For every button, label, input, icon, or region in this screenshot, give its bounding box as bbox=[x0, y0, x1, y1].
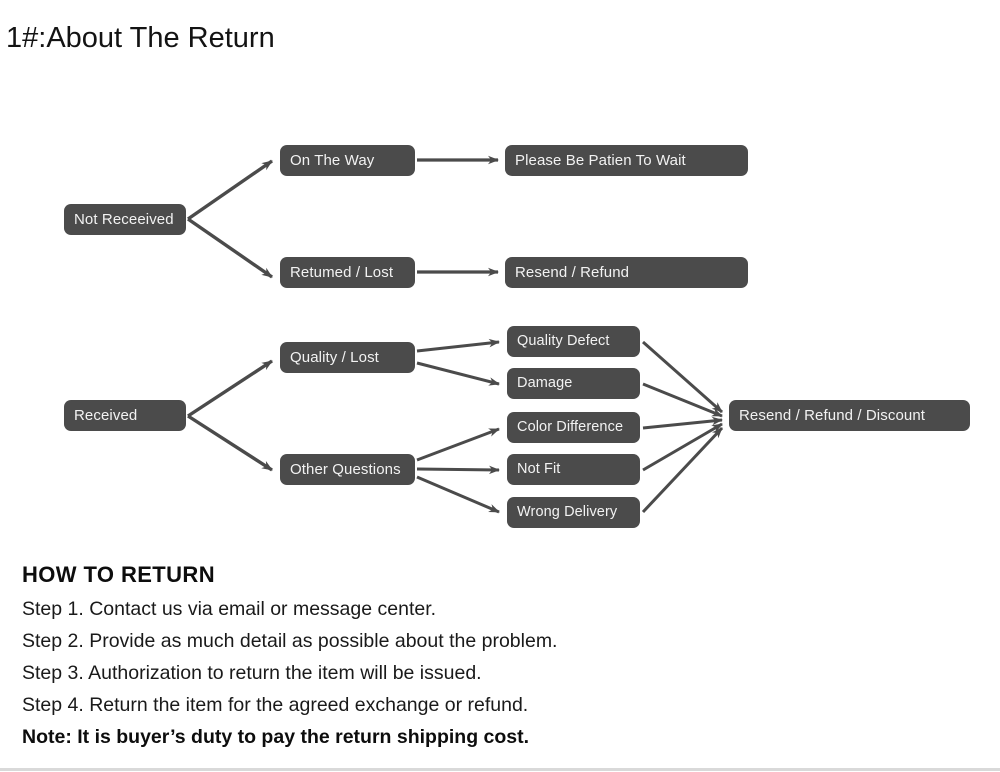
edge-notfit-result bbox=[642, 422, 723, 472]
edge-wrongdelivery-result bbox=[641, 426, 724, 514]
how-to-return-step-4: Step 4. Return the item for the agreed e… bbox=[22, 694, 529, 716]
node-damage[interactable]: Damage bbox=[507, 368, 640, 399]
node-on-the-way[interactable]: On The Way bbox=[280, 145, 415, 176]
node-resend-refund-discount[interactable]: Resend / Refund / Discount bbox=[729, 400, 970, 431]
node-quality-lost[interactable]: Quality / Lost bbox=[280, 342, 415, 373]
node-other-questions[interactable]: Other Questions bbox=[280, 454, 415, 485]
flowchart-connectors bbox=[187, 155, 724, 514]
node-wrong-delivery[interactable]: Wrong Delivery bbox=[507, 497, 640, 528]
node-please-be-patient-to-wait[interactable]: Please Be Patien To Wait bbox=[505, 145, 748, 176]
return-flowchart: Not Receeived On The Way Retumed / Lost … bbox=[0, 120, 1000, 550]
how-to-return-section: HOW TO RETURN Step 1. Contact us via ema… bbox=[22, 560, 962, 753]
edge-notreceived-returnedlost bbox=[187, 217, 273, 279]
node-resend-refund[interactable]: Resend / Refund bbox=[505, 257, 748, 288]
node-received[interactable]: Received bbox=[64, 400, 186, 431]
edge-otherquestions-wrongdelivery bbox=[416, 475, 500, 514]
edge-damage-result bbox=[642, 382, 723, 418]
node-not-fit[interactable]: Not Fit bbox=[507, 454, 640, 485]
edge-received-qualitylost bbox=[187, 359, 273, 418]
node-color-difference[interactable]: Color Difference bbox=[507, 412, 640, 443]
page-title: 1#:About The Return bbox=[6, 22, 275, 54]
how-to-return-note: Note: It is buyer’s duty to pay the retu… bbox=[22, 726, 530, 748]
how-to-return-step-3: Step 3. Authorization to return the item… bbox=[22, 662, 482, 684]
how-to-return-heading: HOW TO RETURN bbox=[22, 562, 216, 587]
edge-otherquestions-notfit bbox=[416, 465, 500, 475]
node-not-receeived[interactable]: Not Receeived bbox=[64, 204, 186, 235]
edge-qualitydefect-result bbox=[642, 340, 723, 414]
edge-otherquestions-colordifference bbox=[416, 427, 500, 462]
bottom-divider bbox=[0, 768, 1000, 771]
edge-colordifference-result bbox=[642, 416, 723, 430]
node-returned-lost[interactable]: Retumed / Lost bbox=[280, 257, 415, 288]
edge-notreceived-ontheway bbox=[187, 159, 273, 221]
node-quality-defect[interactable]: Quality Defect bbox=[507, 326, 640, 357]
edge-qualitylost-qualitydefect bbox=[416, 338, 500, 353]
how-to-return-step-1: Step 1. Contact us via email or message … bbox=[22, 598, 437, 620]
edge-qualitylost-damage bbox=[416, 361, 500, 386]
how-to-return-step-2: Step 2. Provide as much detail as possib… bbox=[22, 630, 558, 652]
edge-received-otherquestions bbox=[187, 414, 273, 472]
